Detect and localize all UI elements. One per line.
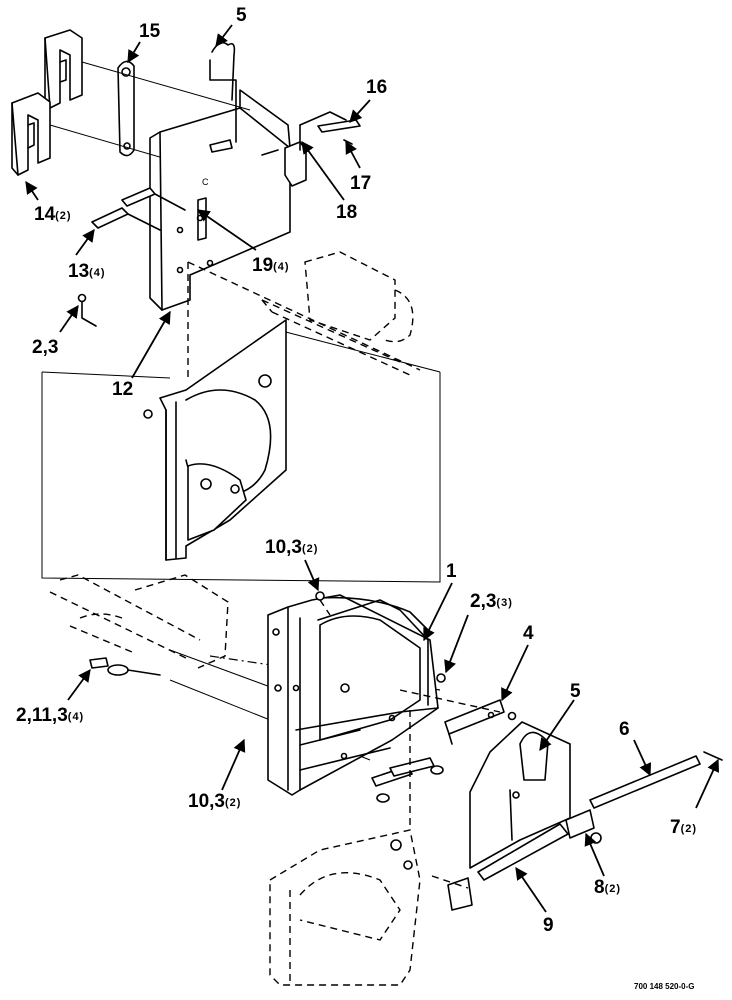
callout-number: 15	[139, 21, 161, 42]
callout-number: 2,11,3	[16, 705, 68, 726]
callout-qty: (2)	[224, 797, 242, 809]
upper-plate: C	[149, 89, 291, 311]
lower-cam-housing	[49, 574, 229, 669]
link-strap	[117, 60, 135, 157]
callout-17: 17	[350, 174, 371, 193]
callout-4: 4	[523, 624, 534, 643]
callout-number: 17	[350, 173, 372, 194]
callout-number: 1	[446, 561, 457, 582]
callout-qty: (2)	[55, 210, 72, 222]
callout-qty: (4)	[89, 267, 106, 279]
callout-number: 2,3	[470, 591, 497, 612]
callout-2-3-lower: 2,3(3)	[470, 592, 513, 611]
callout-2-11-3: 2,11,3(4)	[16, 706, 84, 725]
callout-14: 14(2)	[34, 205, 72, 224]
callout-8: 8(2)	[594, 878, 621, 897]
callout-qty: (2)	[604, 883, 622, 895]
callout-number: 19	[252, 255, 274, 276]
callout-number: 9	[543, 915, 554, 936]
callout-9: 9	[543, 916, 554, 935]
spacer-block-upper	[44, 29, 83, 109]
callout-number: 5	[236, 5, 247, 26]
latch-bracket	[299, 111, 361, 151]
callout-qty: (2)	[301, 543, 319, 555]
spacer-block-lower	[11, 92, 51, 176]
bracket-4	[444, 699, 517, 745]
callout-number: 18	[336, 202, 358, 223]
svg-text:C: C	[202, 177, 209, 187]
callout-6: 6	[619, 720, 630, 739]
callout-number: 8	[594, 877, 605, 898]
shaft-9	[431, 809, 602, 911]
callout-qty: (2)	[680, 823, 698, 835]
callout-15: 15	[139, 22, 160, 41]
callout-10-3-lower: 10,3(2)	[188, 792, 241, 811]
bolt-washer-set	[89, 657, 161, 676]
callout-number: 10,3	[188, 791, 225, 812]
bent-rod	[319, 596, 431, 633]
lower-dashed-frame	[269, 829, 421, 986]
shaft-6	[589, 751, 723, 809]
callout-number: 5	[570, 681, 581, 702]
callout-12: 12	[112, 380, 133, 399]
callout-16: 16	[366, 78, 387, 97]
callout-7: 7(2)	[670, 818, 697, 837]
callout-qty: (4)	[273, 261, 290, 273]
callout-qty: (3)	[496, 597, 513, 609]
small-bolt	[77, 293, 87, 303]
lower-side-plate	[469, 721, 571, 869]
callout-19: 19(4)	[252, 256, 290, 275]
callout-number: 6	[619, 719, 630, 740]
callout-number: 7	[670, 817, 681, 838]
main-frame	[267, 594, 439, 796]
callout-number: 4	[523, 623, 534, 644]
callout-number: 13	[68, 261, 90, 282]
figure-code: 700 148 520-0-G	[634, 982, 695, 991]
callout-13: 13(4)	[68, 262, 106, 281]
upper-frame	[143, 319, 287, 561]
callout-number: 10,3	[265, 537, 302, 558]
callout-5-upper: 5	[236, 6, 247, 25]
callout-qty: (4)	[67, 711, 85, 723]
callout-10-3-upper: 10,3(2)	[265, 538, 318, 557]
callout-18: 18	[336, 203, 357, 222]
bolt-set-13	[91, 187, 186, 231]
callout-number: 2,3	[32, 337, 59, 358]
upper-cam-housing	[261, 251, 414, 376]
callout-2-3-upper: 2,3	[32, 338, 58, 357]
callout-1: 1	[446, 562, 457, 581]
callout-number: 12	[112, 379, 134, 400]
callout-number: 14	[34, 204, 56, 225]
callout-5-lower: 5	[570, 682, 581, 701]
callout-number: 16	[366, 77, 388, 98]
